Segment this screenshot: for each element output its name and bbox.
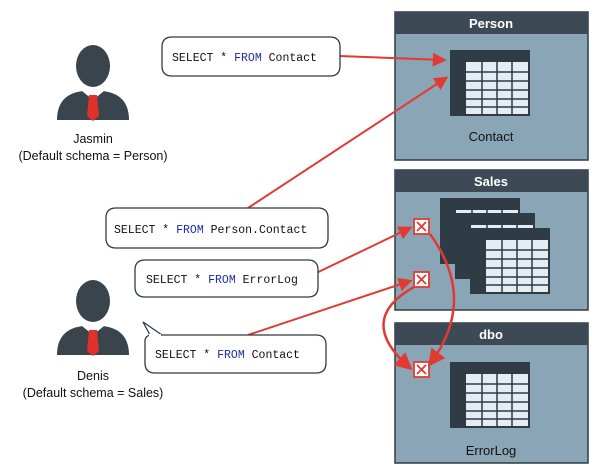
- x-box-icon: [413, 271, 430, 288]
- default-schema-note: (Default schema = Sales): [23, 386, 164, 400]
- schema-person-title: Person: [469, 16, 513, 31]
- arrow-person-contact: [244, 76, 449, 211]
- arrow-jasmin-contact: [339, 52, 447, 67]
- schema-dbo-title: dbo: [479, 327, 503, 342]
- user-icon: [57, 280, 129, 356]
- query-text: SELECT * FROM Person.Contact: [114, 224, 307, 237]
- schema-dbo: dbo ErrorLog: [394, 322, 589, 464]
- arrow-errorlog-sales: [309, 226, 413, 277]
- speech-bubble-4: SELECT * FROM Contact: [142, 321, 327, 374]
- speech-bubble-3: SELECT * FROM ErrorLog: [134, 259, 319, 298]
- fallback-arrow-contact: [382, 285, 415, 371]
- query-text: SELECT * FROM Contact: [172, 52, 317, 65]
- contact-table-label: Contact: [469, 129, 514, 144]
- schema-person: Person Contact: [394, 11, 589, 161]
- contact-table-icon: [449, 49, 531, 117]
- default-schema-note: (Default schema = Person): [18, 149, 167, 163]
- schema-sales-title: Sales: [474, 174, 508, 189]
- speech-bubble-1: SELECT * FROM Contact: [161, 36, 341, 77]
- errorlog-table-icon: [449, 361, 531, 429]
- errorlog-table-label: ErrorLog: [466, 443, 517, 458]
- user-jasmin: Jasmin (Default schema = Person): [18, 45, 168, 163]
- user-denis: Denis (Default schema = Sales): [23, 280, 164, 400]
- user-name: Jasmin: [73, 132, 113, 146]
- query-text: SELECT * FROM Contact: [155, 349, 300, 362]
- fallback-arrow-errorlog: [427, 233, 456, 367]
- user-icon: [57, 45, 129, 121]
- schema-sales: Sales: [394, 169, 589, 311]
- arrow-contact-sales: [247, 277, 413, 336]
- query-text: SELECT * FROM ErrorLog: [146, 274, 298, 287]
- x-box-icon: [413, 218, 430, 235]
- x-box-icon: [413, 361, 430, 378]
- speech-bubble-2: SELECT * FROM Person.Contact: [105, 207, 329, 249]
- user-name: Denis: [77, 369, 109, 383]
- sales-table-icon-3: [469, 227, 551, 295]
